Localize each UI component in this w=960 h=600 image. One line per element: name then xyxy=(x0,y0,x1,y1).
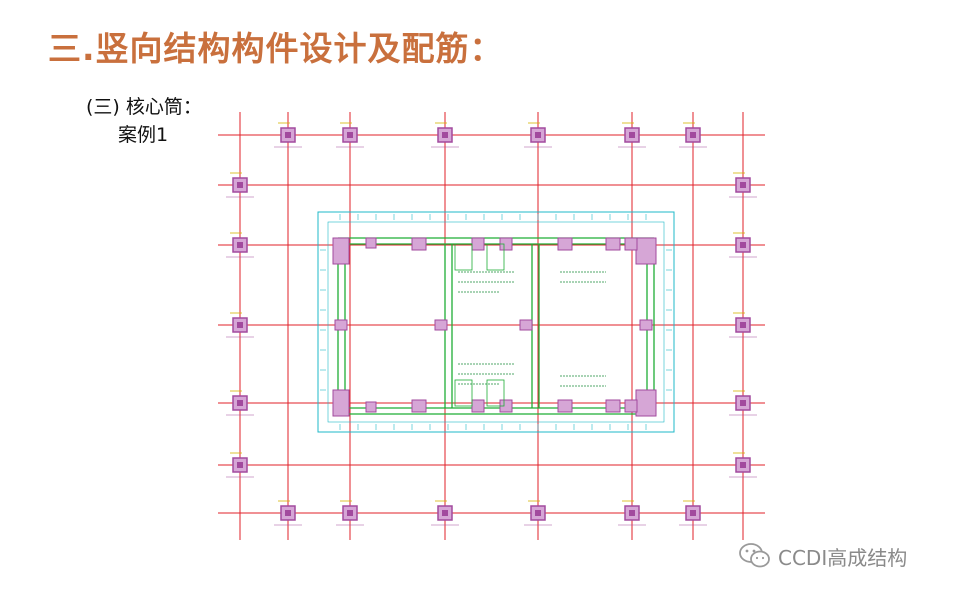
wall-boundary-element xyxy=(365,237,377,249)
wall-boundary-element xyxy=(332,389,350,417)
wall-opening xyxy=(454,243,473,271)
wall-boundary-element xyxy=(605,399,621,413)
case-label: 案例1 xyxy=(118,124,169,146)
wall-boundary-element xyxy=(519,319,533,331)
column-core xyxy=(285,510,291,516)
column-core xyxy=(535,510,541,516)
wechat-icon xyxy=(739,543,770,568)
wall-boundary-element xyxy=(635,237,657,265)
column-core xyxy=(285,132,291,138)
wall-boundary-element xyxy=(557,399,573,413)
watermark: CCDI高成结构 xyxy=(738,541,907,571)
wall-boundary-element xyxy=(557,237,573,251)
wall-boundary-element xyxy=(365,401,377,413)
wall-boundary-element xyxy=(471,399,485,413)
wall-boundary-element xyxy=(605,237,621,251)
wall-boundary-element xyxy=(471,237,485,251)
core-dim-outline xyxy=(317,211,675,433)
column-core xyxy=(535,132,541,138)
wall-opening xyxy=(486,243,505,271)
slide-title: 三.竖向结构构件设计及配筋： xyxy=(48,29,504,68)
column-core xyxy=(237,242,243,248)
wall-boundary-element xyxy=(334,319,348,331)
wall-opening xyxy=(486,379,505,407)
wall-boundary-element xyxy=(624,237,638,251)
wall-opening xyxy=(454,379,473,407)
column-core xyxy=(629,132,635,138)
wall-boundary-element xyxy=(332,237,350,265)
wall-boundary-element xyxy=(411,237,427,251)
column-core xyxy=(690,510,696,516)
column-core xyxy=(347,510,353,516)
column-core xyxy=(690,132,696,138)
column-core xyxy=(237,322,243,328)
column-core xyxy=(237,400,243,406)
section-subtitle: (三) 核心筒： xyxy=(86,96,202,118)
core-dim-outline-inner xyxy=(327,221,665,423)
wall-boundary-element xyxy=(624,399,638,413)
column-core xyxy=(442,510,448,516)
column-core xyxy=(740,182,746,188)
column-core xyxy=(347,132,353,138)
watermark-text: CCDI高成结构 xyxy=(778,545,908,570)
column-core xyxy=(740,242,746,248)
wall-boundary-element xyxy=(639,319,653,331)
column-core xyxy=(442,132,448,138)
column-core xyxy=(740,322,746,328)
wall-boundary-element xyxy=(635,389,657,417)
wall-boundary-element xyxy=(411,399,427,413)
column-core xyxy=(237,462,243,468)
column-core xyxy=(629,510,635,516)
column-core xyxy=(740,462,746,468)
wall-boundary-element xyxy=(434,319,448,331)
column-core xyxy=(740,400,746,406)
column-core xyxy=(237,182,243,188)
